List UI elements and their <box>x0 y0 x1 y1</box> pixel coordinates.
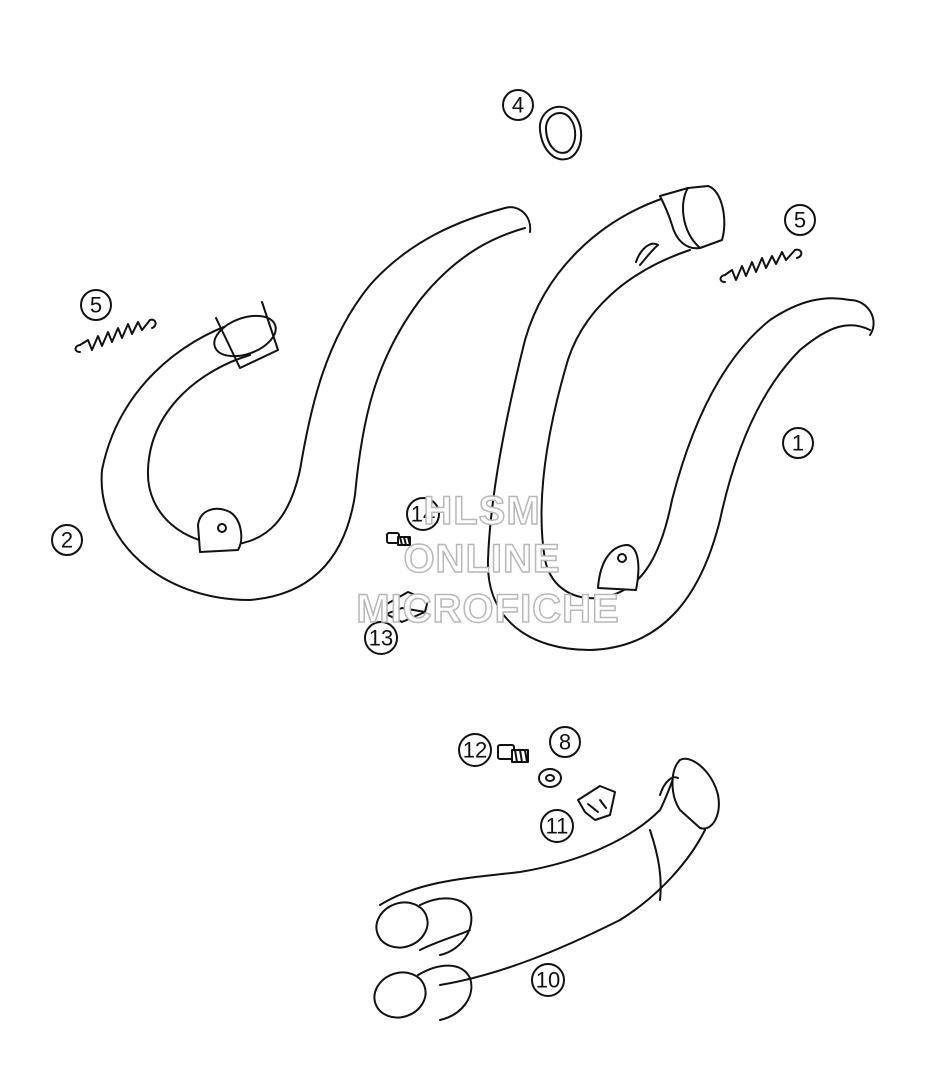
callout-5-right: 5 <box>784 204 816 236</box>
callout-1-label: 1 <box>792 431 804 456</box>
callout-11-label: 11 <box>546 814 569 839</box>
callout-10-label: 10 <box>536 968 560 993</box>
callout-5-left-label: 5 <box>90 293 102 318</box>
callout-10: 10 <box>531 963 565 997</box>
callout-13-label: 13 <box>369 626 393 651</box>
watermark: HLSM ONLINE MICROFICHE <box>356 488 620 632</box>
clamp <box>577 785 616 821</box>
header-pipe-left <box>100 206 532 601</box>
watermark-line-2: ONLINE <box>403 537 560 581</box>
watermark-line-1: HLSM <box>423 489 540 533</box>
callout-4: 4 <box>502 89 534 121</box>
callout-2: 2 <box>51 524 83 556</box>
callout-12: 12 <box>458 733 492 767</box>
callout-4-label: 4 <box>512 93 524 118</box>
callout-2-label: 2 <box>61 528 73 553</box>
callout-12-label: 12 <box>463 738 487 763</box>
bolt-small <box>386 532 411 546</box>
callout-13: 13 <box>364 621 398 655</box>
callout-8: 8 <box>549 726 581 758</box>
clip-nut <box>384 591 429 623</box>
spring-left <box>74 318 157 353</box>
watermark-line-3: MICROFICHE <box>356 587 619 631</box>
callout-14-label: 14 <box>411 502 435 527</box>
callout-1: 1 <box>782 427 814 459</box>
y-pipe <box>373 757 720 1021</box>
callout-5-left: 5 <box>80 289 112 321</box>
washer <box>538 768 562 788</box>
callout-8-label: 8 <box>559 730 571 755</box>
callout-11: 11 <box>540 809 574 843</box>
callout-14: 14 <box>406 497 440 531</box>
callout-5-right-label: 5 <box>794 208 806 233</box>
bolt-medium <box>497 744 529 763</box>
spring-right <box>719 248 803 283</box>
header-pipe-right <box>486 185 875 651</box>
gasket-part <box>538 105 583 161</box>
